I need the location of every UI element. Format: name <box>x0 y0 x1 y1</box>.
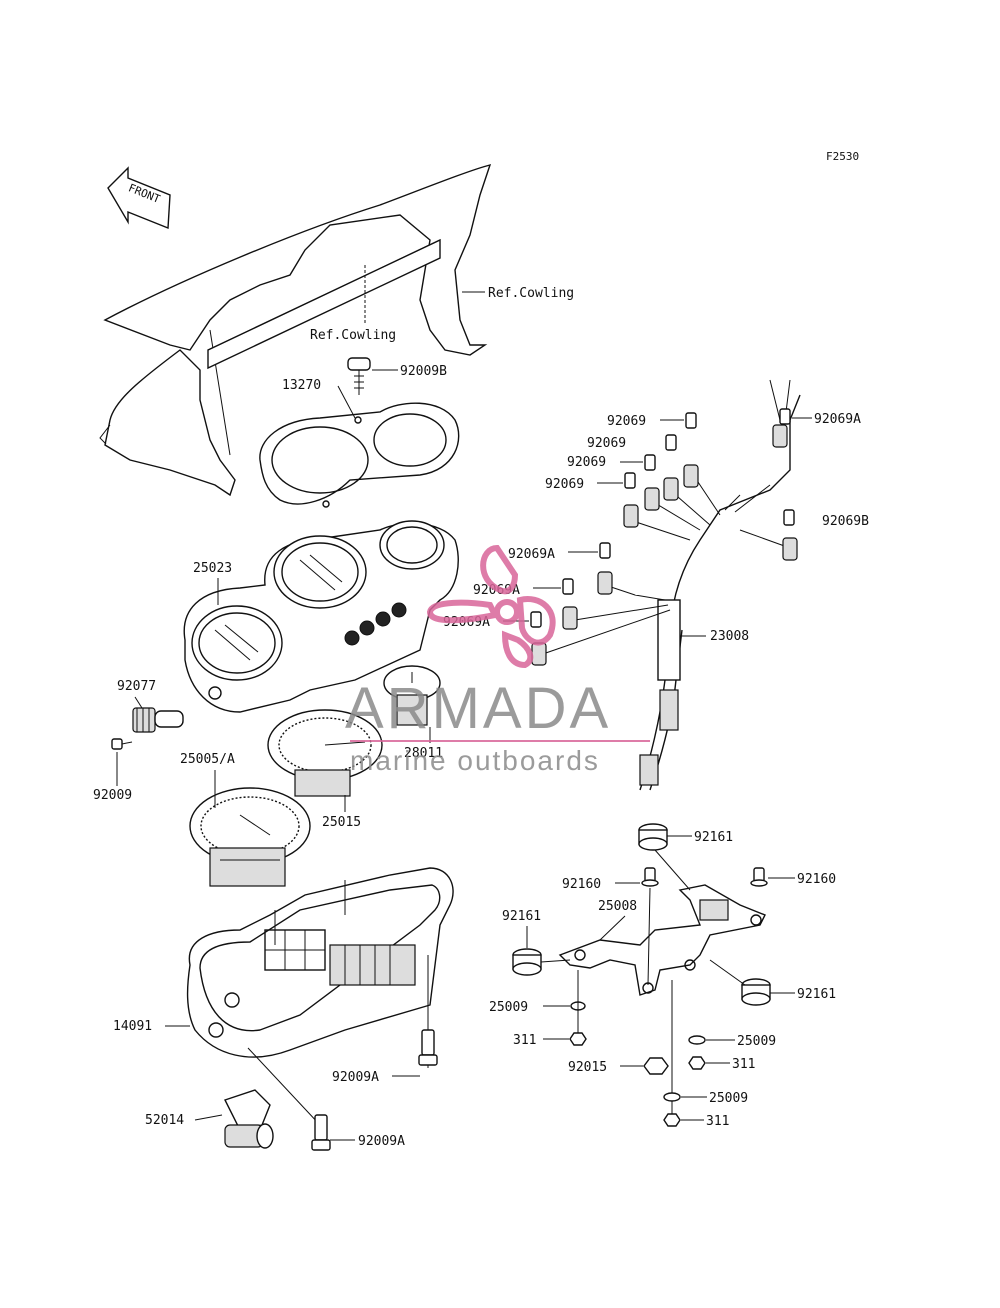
label-14091: 14091 <box>113 1019 152 1034</box>
wiring-harness-23008 <box>531 379 801 791</box>
collar-92160-2 <box>750 867 768 887</box>
label-23008: 23008 <box>710 629 749 644</box>
label-28011: 28011 <box>404 746 443 761</box>
label-92069-3: 92069 <box>567 455 606 470</box>
label-311-2: 311 <box>732 1057 755 1072</box>
label-25009-3: 25009 <box>709 1091 748 1106</box>
label-92160-1: 92160 <box>562 877 601 892</box>
label-25009-2: 25009 <box>737 1034 776 1049</box>
label-25023: 25023 <box>193 561 232 576</box>
grommet-92161-1 <box>638 823 668 851</box>
label-25015: 25015 <box>322 815 361 830</box>
gauge-28011 <box>383 665 441 726</box>
gauge-25015 <box>267 709 383 797</box>
label-92069B: 92069B <box>822 514 869 529</box>
label-92009A-1: 92009A <box>332 1070 379 1085</box>
label-25005A: 25005/A <box>180 752 235 767</box>
bulb-92077 <box>132 707 184 733</box>
washer-25009-2 <box>688 1035 706 1045</box>
meter-cover-25023 <box>183 520 459 713</box>
label-52014: 52014 <box>145 1113 184 1128</box>
sensor-52014 <box>224 1089 274 1149</box>
gasket-13270 <box>259 402 460 508</box>
grommet-92161-2 <box>512 948 542 976</box>
label-311-1: 311 <box>513 1033 536 1048</box>
watermark-tagline: marine outboards <box>350 745 600 776</box>
nut-92015 <box>643 1057 669 1075</box>
label-92069A-2: 92069A <box>508 547 555 562</box>
screw-92009B <box>347 357 371 395</box>
collar-92160-1 <box>641 867 659 887</box>
label-25009-1: 25009 <box>489 1000 528 1015</box>
ref-cowling-lower-label: Ref.Cowling <box>310 328 396 343</box>
speedometer-25005A <box>189 787 311 887</box>
cowling-reference <box>99 164 492 497</box>
front-arrow: FRONT <box>107 166 171 230</box>
nut-311-1 <box>569 1032 587 1046</box>
bracket-25008 <box>558 884 766 996</box>
label-92009: 92009 <box>93 788 132 803</box>
nut-311-2 <box>688 1056 706 1070</box>
socket-terminals <box>530 408 795 628</box>
figure-code: F2530 <box>826 150 859 163</box>
label-92077: 92077 <box>117 679 156 694</box>
label-92160-2: 92160 <box>797 872 836 887</box>
propeller-logo <box>426 544 556 669</box>
label-92161-2: 92161 <box>502 909 541 924</box>
label-92069-2: 92069 <box>587 436 626 451</box>
meter-case-14091 <box>186 867 454 1058</box>
label-92069A-1: 92069A <box>814 412 861 427</box>
label-13270: 13270 <box>282 378 321 393</box>
label-92161-1: 92161 <box>694 830 733 845</box>
label-92015: 92015 <box>568 1060 607 1075</box>
screw-92009 <box>111 738 133 750</box>
washer-25009-3 <box>663 1092 681 1102</box>
label-92069-1: 92069 <box>607 414 646 429</box>
label-92009B: 92009B <box>400 364 447 379</box>
label-311-3: 311 <box>706 1114 729 1129</box>
ref-cowling-upper-label: Ref.Cowling <box>488 286 574 301</box>
watermark-brand: ARMADA <box>345 676 611 741</box>
label-25008: 25008 <box>598 899 637 914</box>
nut-311-3 <box>663 1113 681 1127</box>
screw-92009A-2 <box>247 1047 331 1151</box>
screw-92009A-1 <box>418 955 438 1068</box>
grommet-92161-3 <box>741 978 771 1006</box>
label-92069-4: 92069 <box>545 477 584 492</box>
armada-watermark: ARMADA marine outboards <box>345 544 650 776</box>
label-92161-3: 92161 <box>797 987 836 1002</box>
label-92009A-2: 92009A <box>358 1134 405 1149</box>
